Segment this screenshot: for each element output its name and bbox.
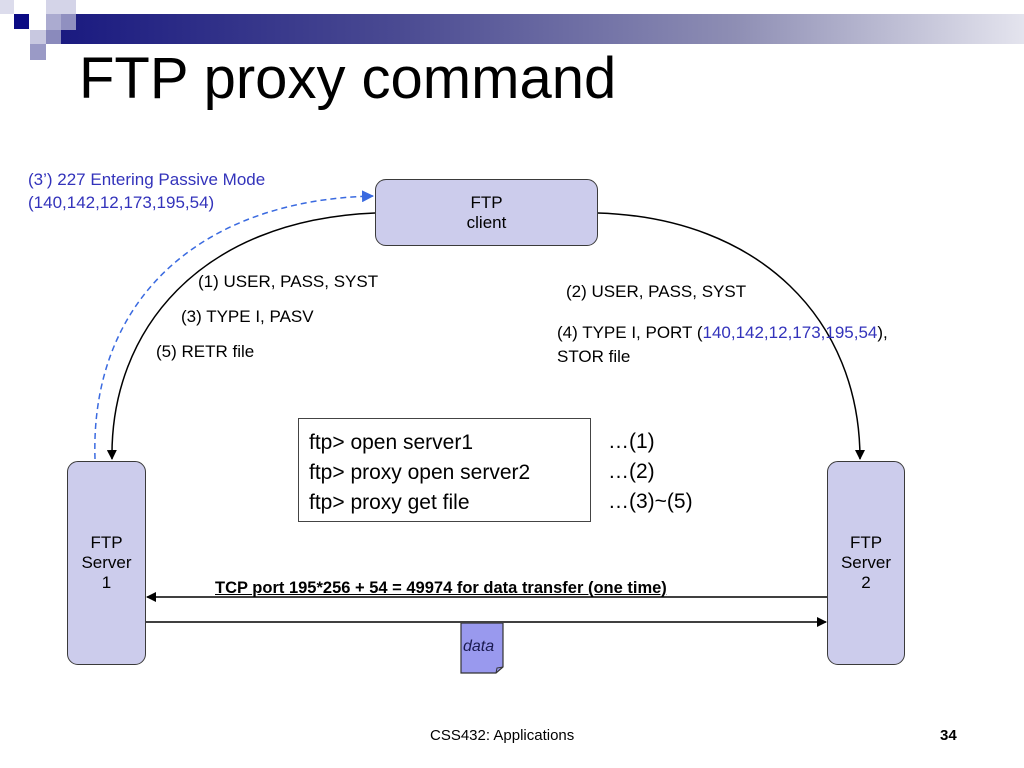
arrow-client-to-server2 [597, 212, 865, 460]
header-square [30, 44, 46, 60]
command-line: ftp> proxy open server2 [309, 461, 531, 484]
header-square [61, 14, 76, 30]
arrow-passive-reply [94, 190, 374, 460]
step-ref: …(3)~(5) [608, 490, 693, 513]
node-label: Server [840, 553, 892, 572]
step4-address: 140,142,12,173,195,54 [702, 323, 878, 342]
node-label: FTP [90, 533, 123, 552]
header-square [30, 14, 46, 30]
step4-label-line2: STOR file [557, 347, 631, 366]
command-line: ftp> proxy get file [309, 491, 470, 514]
step4-label: (4) TYPE I, PORT (140,142,12,173,195,54)… [557, 323, 888, 343]
step4-suffix: ), [877, 323, 888, 342]
step4-prefix: (4) TYPE I, PORT ( [557, 323, 703, 342]
header-square [46, 0, 76, 14]
tcp-port-note: TCP port 195*256 + 54 = 49974 for data t… [215, 579, 667, 597]
header-square [14, 14, 29, 29]
header-square [0, 0, 14, 14]
ftp-client-node: FTP client [375, 179, 598, 246]
header-square [46, 30, 61, 44]
step1-label: (1) USER, PASS, SYST [198, 272, 379, 291]
data-document-icon [460, 623, 504, 674]
passive-reply-address: (140,142,12,173,195,54) [28, 193, 215, 212]
passive-reply-label: (3’) 227 Entering Passive Mode [28, 170, 266, 189]
slide-title: FTP proxy command [79, 46, 617, 111]
header-square [46, 14, 61, 30]
node-label: FTP [849, 533, 883, 552]
step3-label: (3) TYPE I, PASV [181, 307, 314, 326]
node-label: 2 [861, 573, 871, 592]
ftp-server1-node: FTP Server 1 [67, 461, 146, 665]
command-box: ftp> open server1 ftp> proxy open server… [298, 418, 591, 522]
step5-label: (5) RETR file [156, 342, 255, 361]
step-ref: …(1) [608, 430, 655, 453]
node-label: FTP [470, 192, 503, 212]
page-number: 34 [940, 727, 957, 744]
footer-text: CSS432: Applications [430, 727, 575, 744]
data-document-label: data [463, 638, 495, 655]
step-ref: …(2) [608, 460, 655, 483]
step2-label: (2) USER, PASS, SYST [566, 282, 747, 301]
command-line: ftp> open server1 [309, 431, 474, 454]
node-label: 1 [101, 573, 112, 592]
header-gradient-bar [60, 14, 1024, 44]
node-label: Server [81, 553, 132, 572]
node-label: client [466, 212, 507, 232]
arrow-client-to-server1 [106, 212, 376, 460]
ftp-server2-node: FTP Server 2 [827, 461, 905, 665]
header-square [30, 30, 46, 44]
command-step-refs: …(1) …(2) …(3)~(5) [608, 427, 693, 517]
